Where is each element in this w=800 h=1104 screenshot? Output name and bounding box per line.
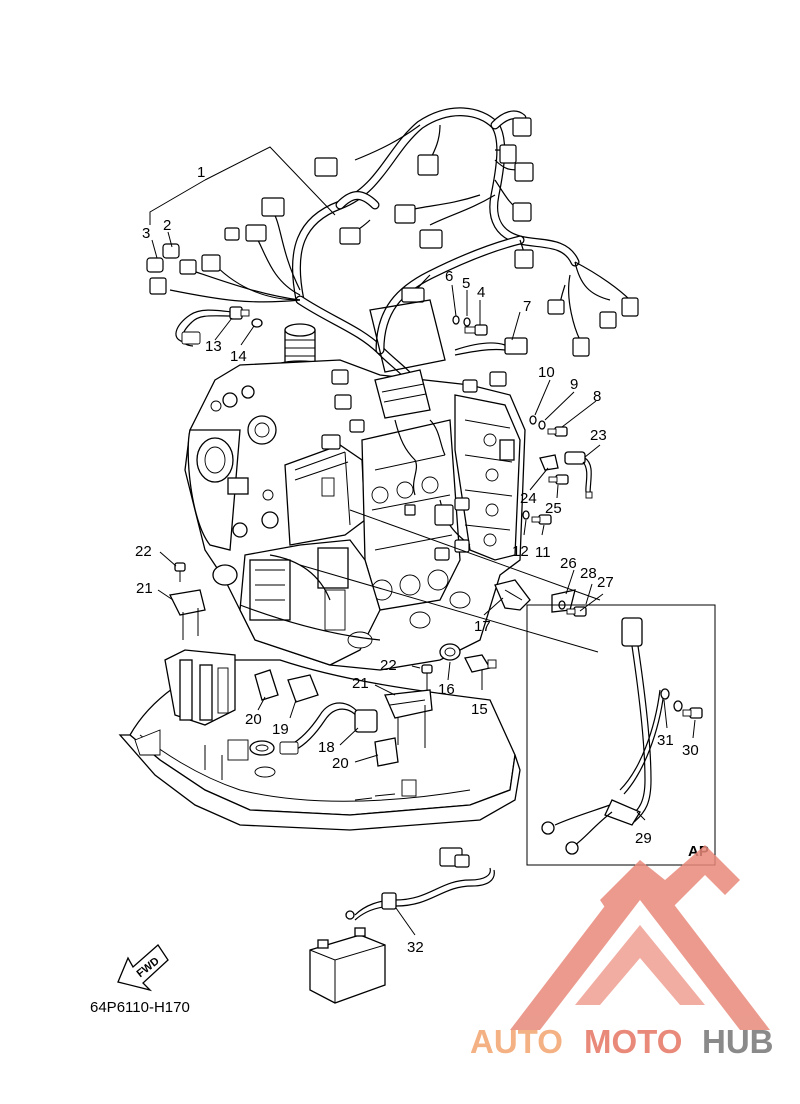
callout-1: 1 bbox=[197, 164, 205, 181]
part-15-sensor bbox=[464, 654, 497, 673]
callout-27: 27 bbox=[597, 574, 614, 591]
callout-7: 7 bbox=[523, 298, 531, 315]
part-18-sensor bbox=[279, 702, 378, 755]
part-26-27-28 bbox=[551, 589, 587, 617]
part-13-sensor bbox=[175, 306, 250, 347]
callout-26: 26 bbox=[560, 555, 577, 572]
callout-6: 6 bbox=[445, 268, 453, 285]
part-14-washer bbox=[251, 318, 263, 328]
callout-21a: 21 bbox=[136, 580, 153, 597]
part-23-sensor bbox=[539, 451, 593, 499]
callout-28: 28 bbox=[580, 565, 597, 582]
part-code: 64P6110-H170 bbox=[90, 999, 190, 1016]
callout-4: 4 bbox=[477, 284, 485, 301]
callout-23: 23 bbox=[590, 427, 607, 444]
part-21-22-right bbox=[384, 664, 433, 748]
part-11-12 bbox=[522, 510, 552, 525]
callout-20a: 20 bbox=[245, 711, 262, 728]
callout-9: 9 bbox=[570, 376, 578, 393]
block-connectors bbox=[321, 369, 507, 561]
harness-connectors bbox=[149, 117, 639, 357]
callout-30: 30 bbox=[682, 742, 699, 759]
callout-25: 25 bbox=[545, 500, 562, 517]
watermark-logo bbox=[510, 845, 770, 1030]
fwd-arrow-icon: FWD bbox=[117, 944, 169, 992]
callout-31: 31 bbox=[657, 732, 674, 749]
callout-29: 29 bbox=[635, 830, 652, 847]
watermark-moto: MOTO bbox=[584, 1023, 682, 1060]
callout-22a: 22 bbox=[135, 543, 152, 560]
callout-17: 17 bbox=[474, 618, 491, 635]
part-2-3-connectors bbox=[146, 243, 180, 273]
watermark-triangle-outer bbox=[510, 860, 770, 1030]
part-17-sensor bbox=[494, 579, 531, 611]
watermark-auto: AUTO bbox=[470, 1023, 563, 1060]
callout-11: 11 bbox=[535, 544, 551, 561]
fuse-box bbox=[369, 299, 446, 419]
battery bbox=[309, 847, 495, 1004]
leader-lines bbox=[149, 146, 696, 936]
part-24-25 bbox=[548, 474, 569, 485]
callout-13: 13 bbox=[205, 338, 222, 355]
callout-15: 15 bbox=[471, 701, 488, 718]
callout-16: 16 bbox=[438, 681, 455, 698]
part-7-relay bbox=[454, 337, 528, 356]
callout-19: 19 bbox=[272, 721, 289, 738]
ap-inset bbox=[526, 604, 716, 866]
callout-10: 10 bbox=[538, 364, 555, 381]
callout-5: 5 bbox=[462, 275, 470, 292]
callout-20b: 20 bbox=[332, 755, 349, 772]
callout-22b: 22 bbox=[380, 657, 397, 674]
callout-12: 12 bbox=[512, 543, 529, 560]
part-5-6-washers bbox=[452, 315, 471, 327]
part-20-grommets bbox=[254, 669, 399, 767]
callout-3: 3 bbox=[142, 225, 150, 242]
callout-24: 24 bbox=[520, 490, 537, 507]
watermark-m-shape bbox=[600, 845, 740, 918]
callouts: 1 2 3 4 5 6 7 8 9 10 11 12 13 14 15 16 1… bbox=[90, 164, 709, 1016]
callout-8: 8 bbox=[593, 388, 601, 405]
part-8-9-10 bbox=[529, 415, 568, 437]
callout-21b: 21 bbox=[352, 675, 369, 692]
part-16-grommet bbox=[439, 643, 461, 661]
watermark-triangle-inner bbox=[575, 925, 705, 1005]
callout-14: 14 bbox=[230, 348, 247, 365]
part-19-cap bbox=[287, 674, 319, 703]
watermark-hub: HUB bbox=[702, 1023, 774, 1060]
part-4-bolt bbox=[464, 324, 488, 336]
callout-18: 18 bbox=[318, 739, 335, 756]
callout-32: 32 bbox=[407, 939, 424, 956]
callout-2: 2 bbox=[163, 217, 171, 234]
part-21-22-left bbox=[169, 562, 206, 640]
